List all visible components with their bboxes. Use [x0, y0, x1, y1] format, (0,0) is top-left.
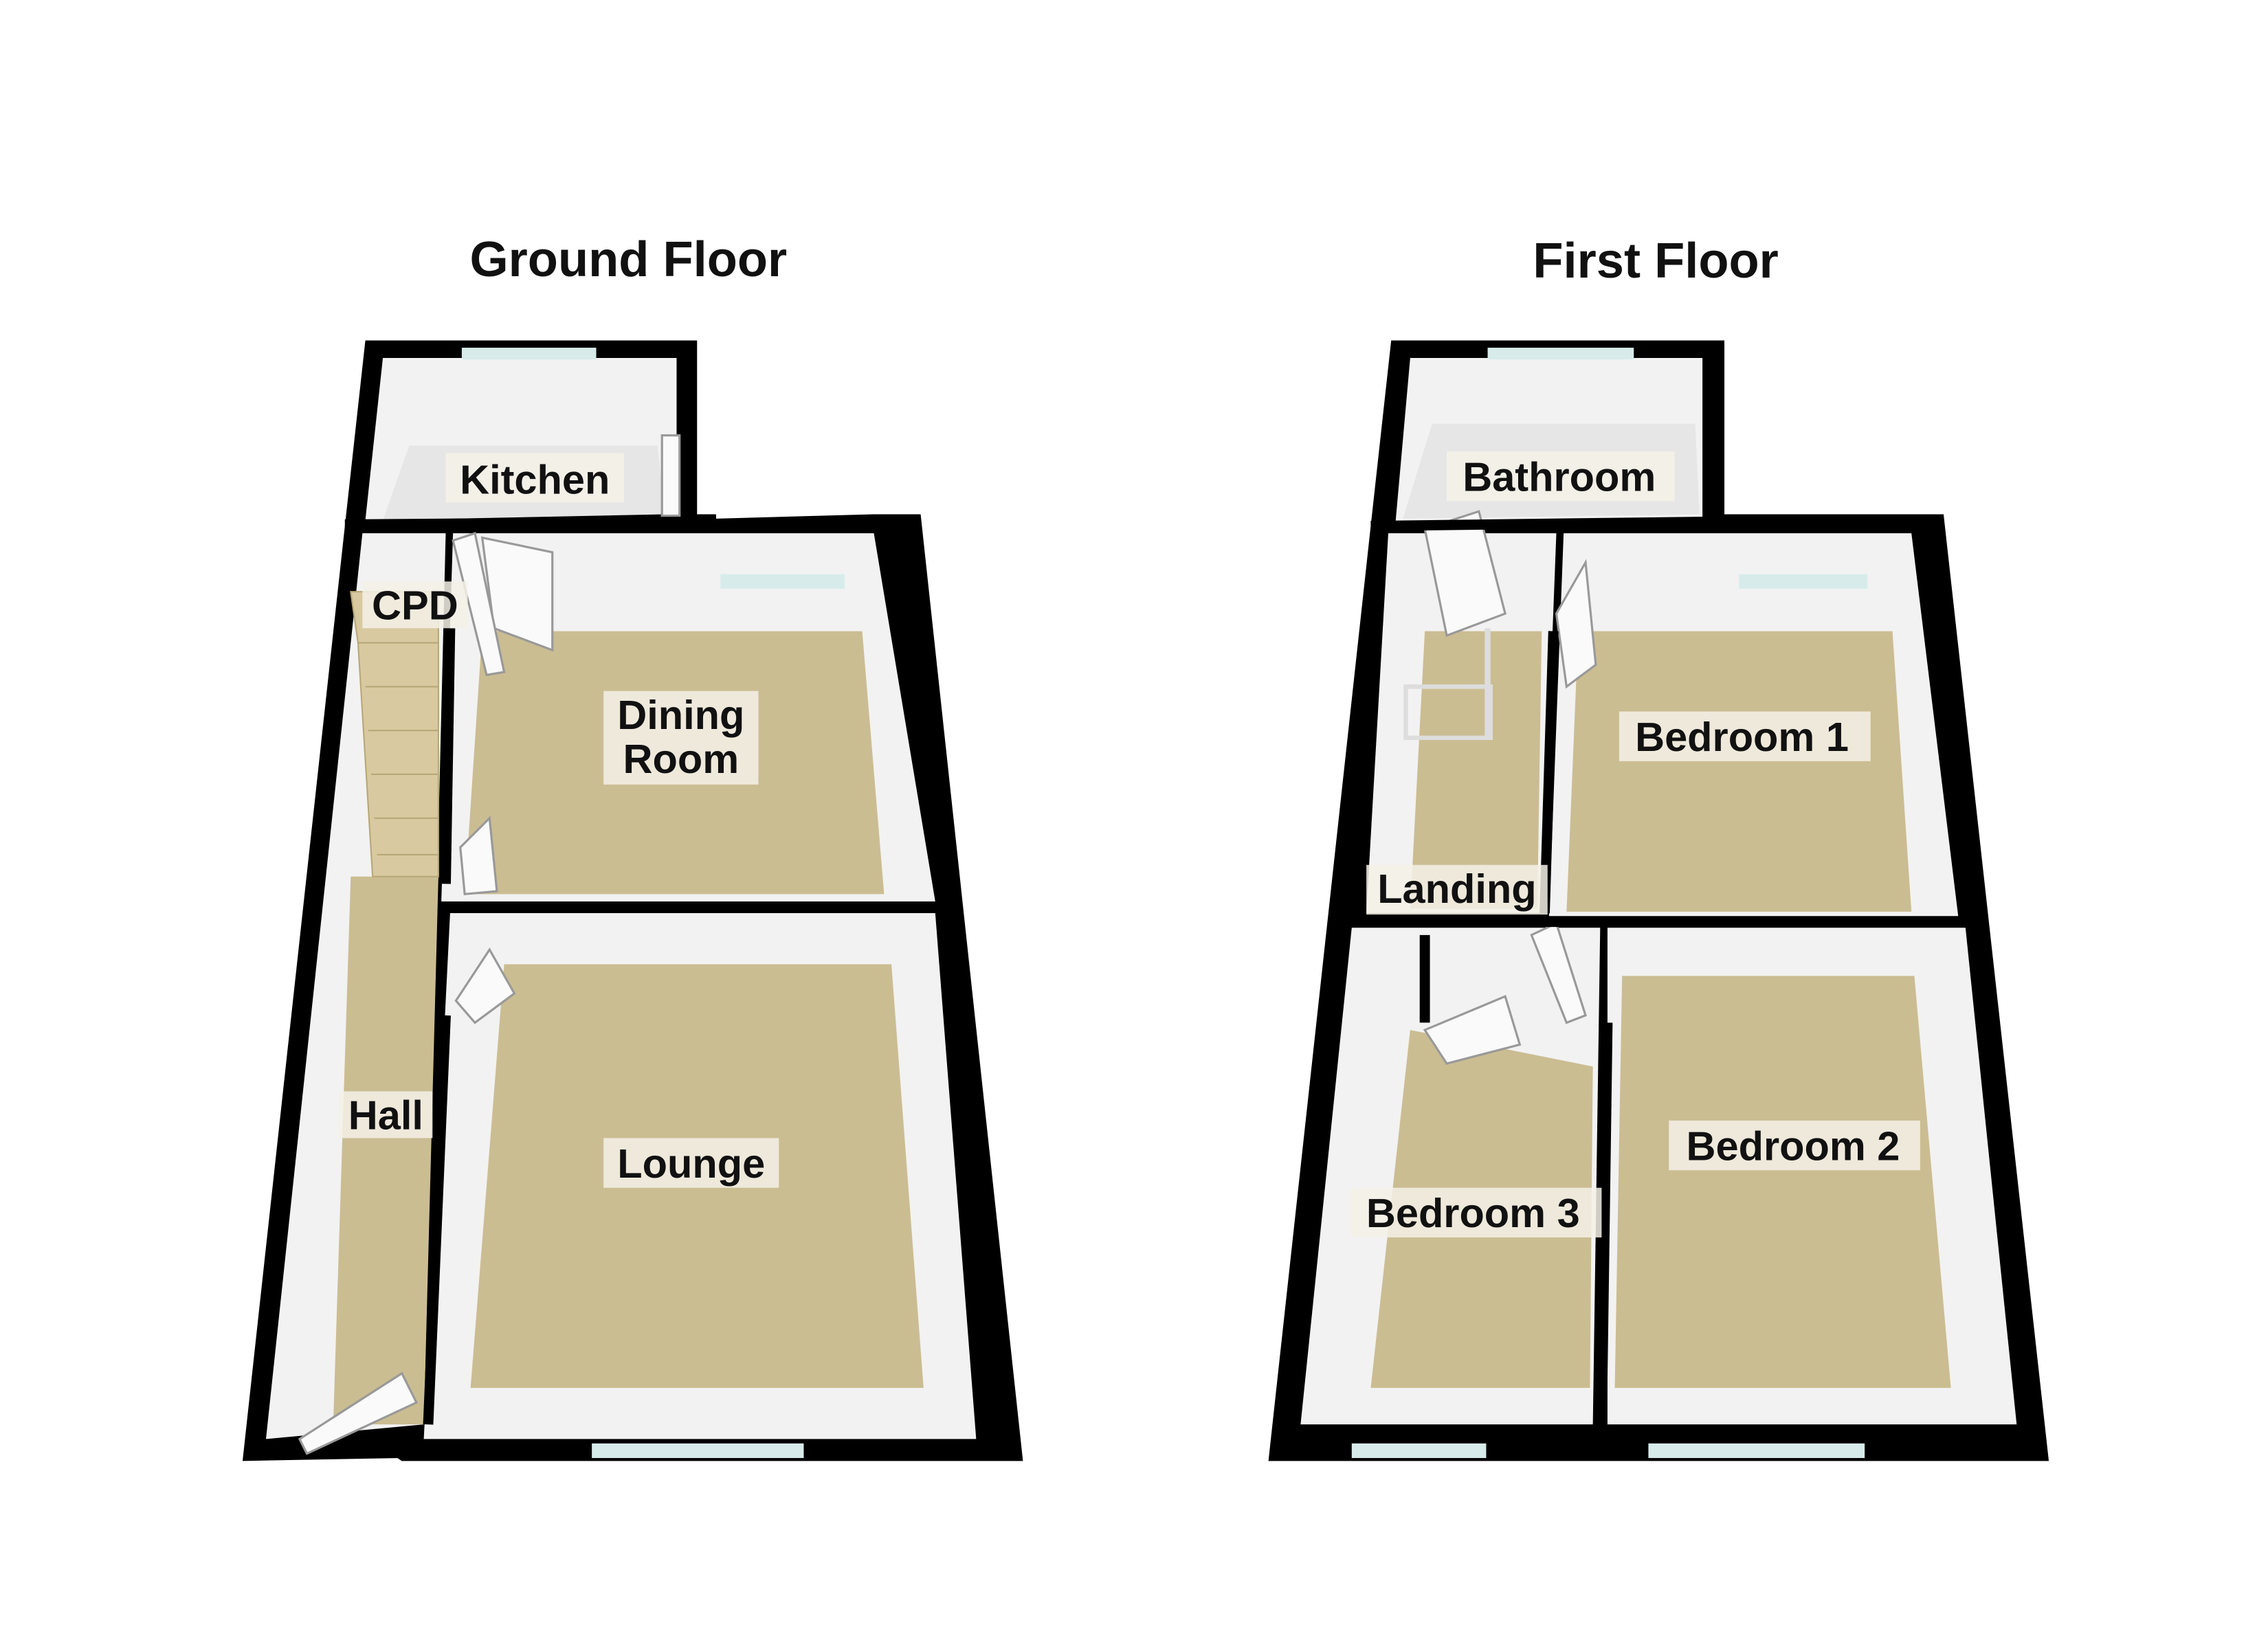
bathroom-door	[1423, 510, 1507, 638]
bedroom1-window	[1739, 574, 1868, 589]
label-bedroom1: Bedroom 1	[1635, 714, 1849, 760]
label-kitchen: Kitchen	[460, 457, 610, 503]
dining-room-door	[480, 536, 554, 652]
bedroom3-door	[1423, 995, 1522, 1065]
first-floor-title: First Floor	[1533, 234, 1778, 289]
bathroom-window	[1487, 348, 1634, 360]
hall-partition-upper	[441, 628, 456, 884]
dining-hall-door	[459, 816, 498, 896]
first-labels: Bathroom Landing Bedroom 1 Bedroom 2 Bed…	[1350, 451, 1920, 1237]
bedroom-divider	[1596, 1022, 1613, 1432]
ground-floor-plan	[242, 340, 1023, 1461]
staircase	[350, 591, 439, 877]
bedroom3-window	[1351, 1443, 1487, 1459]
label-dining-line1: Dining	[617, 692, 744, 738]
ground-labels: Kitchen CPD Dining Room Hall Lounge	[339, 453, 779, 1188]
label-landing: Landing	[1377, 866, 1536, 912]
label-bedroom2: Bedroom 2	[1687, 1123, 1900, 1169]
first-floor-plan	[1268, 340, 2049, 1461]
cpd-door	[452, 532, 506, 677]
bedroom2-window	[1648, 1443, 1865, 1459]
lounge-door	[454, 947, 516, 1024]
label-bathroom: Bathroom	[1463, 453, 1656, 500]
label-bedroom3: Bedroom 3	[1366, 1190, 1580, 1236]
dining-room-window	[720, 574, 845, 589]
label-hall: Hall	[348, 1092, 423, 1138]
bathroom-partition	[1370, 516, 1725, 531]
kitchen-partition	[344, 516, 716, 530]
bedroom2-door	[1530, 921, 1587, 1024]
kitchen-back-door	[660, 434, 681, 517]
label-cpd: CPD	[372, 583, 458, 629]
label-lounge: Lounge	[617, 1141, 765, 1187]
lounge-window	[592, 1443, 804, 1459]
bedroom1-floor	[1566, 631, 1912, 912]
front-door	[298, 1371, 419, 1455]
hall-floor	[333, 876, 438, 1425]
kitchen-window	[461, 348, 597, 360]
ground-floor-title: Ground Floor	[469, 232, 787, 287]
landing-floor	[1410, 631, 1542, 909]
hall-partition-lower	[423, 1015, 451, 1425]
stair-banister	[1403, 628, 1493, 740]
label-dining-line2: Room	[623, 736, 740, 782]
bedroom1-door	[1555, 559, 1597, 689]
bedroom2-floor	[1614, 976, 1951, 1389]
